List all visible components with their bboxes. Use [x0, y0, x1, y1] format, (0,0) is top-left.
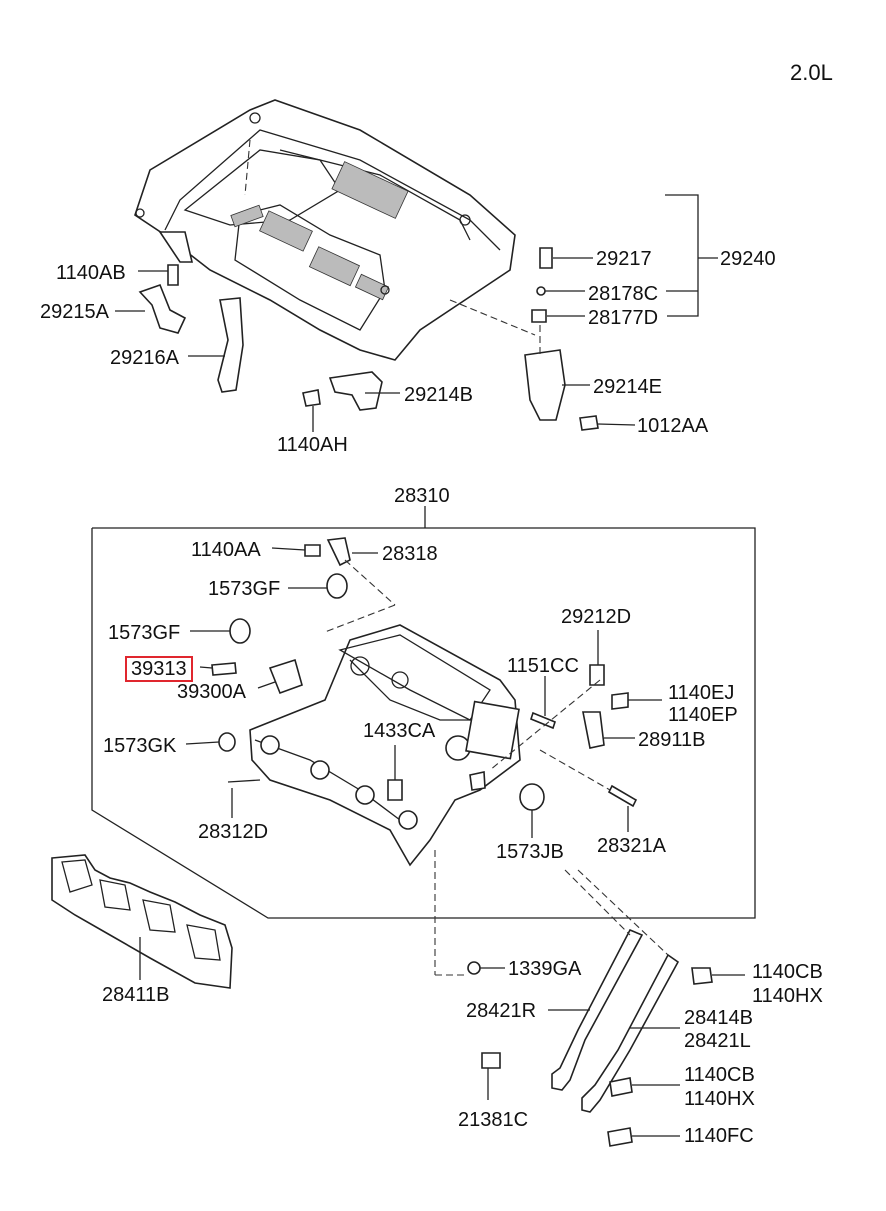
engine-size-label: 2.0L [790, 60, 833, 85]
part-label-1433CA[interactable]: 1433CA [363, 720, 436, 742]
intake-manifold [249, 624, 521, 867]
engine-cover [134, 99, 516, 361]
manifold-frame [91, 506, 756, 919]
part-label-1140AB[interactable]: 1140AB [56, 262, 126, 284]
part-label-1140CB-lower[interactable]: 1140CB [684, 1064, 755, 1086]
part-label-1140AA[interactable]: 1140AA [191, 539, 261, 561]
part-label-1339GA[interactable]: 1339GA [508, 958, 582, 980]
part-label-1140EP[interactable]: 1140EP [668, 704, 738, 726]
part-label-28911B[interactable]: 28911B [638, 729, 706, 751]
part-label-1140EJ[interactable]: 1140EJ [668, 682, 735, 704]
part-label-29217[interactable]: 29217 [596, 248, 652, 270]
part-label-1140AH[interactable]: 1140AH [277, 434, 348, 456]
part-label-29240[interactable]: 29240 [720, 248, 776, 270]
cover-small-parts [138, 231, 636, 431]
part-label-1151CC[interactable]: 1151CC [507, 655, 579, 677]
part-label-28421R[interactable]: 28421R [466, 1000, 537, 1022]
part-label-28421L[interactable]: 28421L [684, 1030, 751, 1052]
part-label-1573JB[interactable]: 1573JB [496, 841, 564, 863]
part-label-28312D[interactable]: 28312D [198, 821, 269, 843]
leader-lines-top [115, 139, 718, 432]
part-label-29214E[interactable]: 29214E [593, 376, 662, 398]
part-label-28178C[interactable]: 28178C [588, 283, 659, 305]
bottom-brackets [467, 869, 745, 1147]
part-label-1140FC[interactable]: 1140FC [684, 1125, 754, 1147]
part-label-1140CB-upper[interactable]: 1140CB [752, 961, 823, 983]
part-label-29215A[interactable]: 29215A [40, 301, 109, 323]
part-label-29214B[interactable]: 29214B [404, 384, 473, 406]
part-label-39313-highlighted[interactable]: 39313 [125, 656, 193, 682]
part-label-39300A[interactable]: 39300A [177, 681, 246, 703]
part-label-1573GF-upper[interactable]: 1573GF [208, 578, 281, 600]
part-label-28318[interactable]: 28318 [382, 543, 438, 565]
part-label-29212D[interactable]: 29212D [561, 606, 632, 628]
leader-lines-manifold [185, 547, 662, 976]
part-label-1012AA[interactable]: 1012AA [637, 415, 709, 437]
part-label-1140HX-upper[interactable]: 1140HX [752, 985, 823, 1007]
part-label-1573GF-lower[interactable]: 1573GF [108, 622, 181, 644]
gasket [51, 854, 233, 989]
part-label-28310[interactable]: 28310 [394, 485, 450, 507]
part-label-28411B[interactable]: 28411B [102, 984, 170, 1006]
part-label-28321A[interactable]: 28321A [597, 835, 666, 857]
part-label-28177D[interactable]: 28177D [588, 307, 659, 329]
part-label-1573GK[interactable]: 1573GK [103, 735, 177, 757]
manifold-small-parts [211, 537, 638, 811]
part-label-21381C[interactable]: 21381C [458, 1109, 529, 1131]
part-label-29216A[interactable]: 29216A [110, 347, 179, 369]
part-label-1140HX-lower[interactable]: 1140HX [684, 1088, 755, 1110]
part-label-28414B[interactable]: 28414B [684, 1007, 753, 1029]
